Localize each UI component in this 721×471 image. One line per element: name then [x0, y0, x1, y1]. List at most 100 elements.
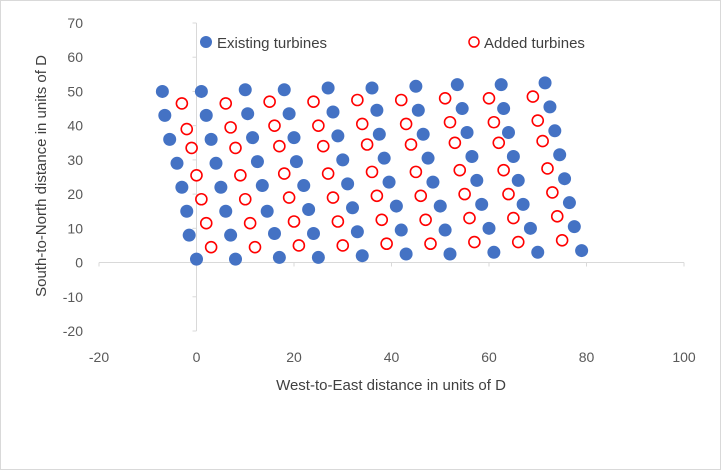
existing-turbine-point: [321, 81, 335, 95]
existing-turbine-point: [289, 155, 303, 169]
added-turbine-point: [482, 91, 496, 105]
y-tick-label: 60: [67, 49, 83, 65]
added-turbine-point: [555, 234, 569, 247]
added-turbine-point: [292, 239, 306, 252]
existing-turbine-point: [511, 173, 525, 187]
existing-turbine-point: [180, 204, 194, 218]
added-turbine-point: [316, 139, 330, 153]
added-turbine-point: [541, 162, 554, 175]
y-tick-label: -10: [63, 289, 83, 305]
existing-turbine-point: [516, 197, 530, 211]
existing-turbine-point: [553, 148, 567, 162]
existing-turbine-point: [450, 78, 464, 92]
existing-turbine-point: [470, 173, 484, 187]
existing-turbine-point: [307, 226, 320, 240]
existing-turbine-point: [229, 252, 242, 266]
existing-turbine-point: [465, 149, 479, 163]
existing-turbine-point: [370, 103, 384, 117]
existing-turbine-point: [341, 177, 355, 191]
legend-added-marker: [468, 36, 480, 48]
existing-turbine-point: [163, 132, 177, 146]
legend-existing-marker: [200, 36, 212, 48]
added-turbine-point: [536, 134, 549, 148]
added-turbine-point: [370, 189, 384, 203]
existing-turbine-point: [170, 156, 184, 170]
added-turbine-point: [282, 191, 296, 204]
existing-turbine-point: [372, 127, 386, 141]
existing-turbine-point: [487, 245, 501, 259]
existing-turbine-point: [268, 226, 281, 240]
added-turbine-point: [380, 237, 393, 251]
added-turbine-point: [375, 213, 389, 227]
existing-turbine-point: [204, 132, 218, 146]
existing-turbines-series: [155, 76, 589, 266]
added-turbine-point: [419, 213, 432, 227]
existing-turbine-point: [155, 84, 169, 98]
existing-turbine-point: [562, 196, 576, 210]
existing-turbine-point: [246, 131, 260, 145]
added-turbine-point: [394, 93, 408, 107]
existing-turbine-point: [389, 199, 403, 213]
added-turbine-point: [287, 215, 301, 228]
added-turbine-point: [195, 192, 208, 206]
existing-turbine-point: [409, 79, 423, 93]
existing-turbine-point: [548, 124, 562, 138]
existing-turbine-point: [494, 78, 508, 92]
existing-turbine-point: [219, 204, 233, 218]
added-turbine-point: [277, 167, 291, 180]
existing-turbine-point: [438, 223, 452, 237]
existing-turbine-point: [277, 83, 291, 97]
existing-turbine-point: [331, 129, 345, 143]
existing-turbine-point: [250, 155, 264, 169]
y-tick-label: 30: [67, 152, 83, 168]
added-turbine-point: [399, 117, 413, 131]
existing-turbine-point: [497, 102, 511, 116]
added-turbine-point: [199, 216, 213, 230]
y-tick-label: 70: [67, 15, 83, 31]
added-turbines-series: [175, 90, 569, 254]
legend-added-label: Added turbines: [484, 35, 585, 52]
existing-turbine-point: [377, 151, 391, 165]
y-axis-title: South-to-North distance in units of D: [33, 55, 50, 297]
existing-turbine-point: [297, 179, 311, 193]
added-turbine-point: [307, 95, 320, 109]
added-turbine-point: [263, 95, 276, 109]
added-turbine-point: [507, 211, 520, 225]
added-turbine-point: [497, 163, 510, 177]
x-tick-label: 0: [193, 349, 201, 365]
existing-turbine-point: [543, 100, 557, 114]
existing-turbine-point: [158, 108, 172, 122]
existing-turbine-point: [416, 127, 430, 141]
existing-turbine-point: [399, 247, 413, 261]
existing-turbine-point: [502, 126, 515, 140]
existing-turbine-point: [175, 180, 189, 194]
added-turbine-point: [238, 192, 252, 206]
y-tick-label: 40: [67, 118, 83, 134]
added-turbine-point: [492, 136, 506, 150]
added-turbine-point: [487, 115, 501, 129]
existing-turbine-point: [455, 102, 469, 116]
existing-turbine-point: [255, 179, 269, 193]
added-turbine-point: [248, 240, 262, 254]
existing-turbine-point: [394, 223, 408, 237]
added-turbine-point: [229, 141, 242, 155]
existing-turbine-point: [190, 252, 203, 266]
x-tick-label: 60: [481, 349, 497, 365]
existing-turbine-point: [302, 203, 316, 217]
existing-turbine-point: [272, 250, 286, 264]
added-turbine-point: [336, 239, 350, 252]
existing-turbine-point: [238, 83, 252, 97]
added-turbine-point: [511, 235, 525, 249]
added-turbine-point: [180, 122, 194, 136]
added-turbine-point: [453, 163, 467, 177]
added-turbine-point: [550, 210, 564, 223]
existing-turbine-point: [194, 84, 208, 98]
existing-turbine-point: [326, 105, 340, 119]
existing-turbine-point: [538, 76, 552, 90]
existing-turbine-point: [426, 175, 440, 189]
added-turbine-point: [546, 186, 559, 199]
added-turbine-point: [312, 119, 325, 132]
existing-turbine-point: [224, 228, 238, 242]
